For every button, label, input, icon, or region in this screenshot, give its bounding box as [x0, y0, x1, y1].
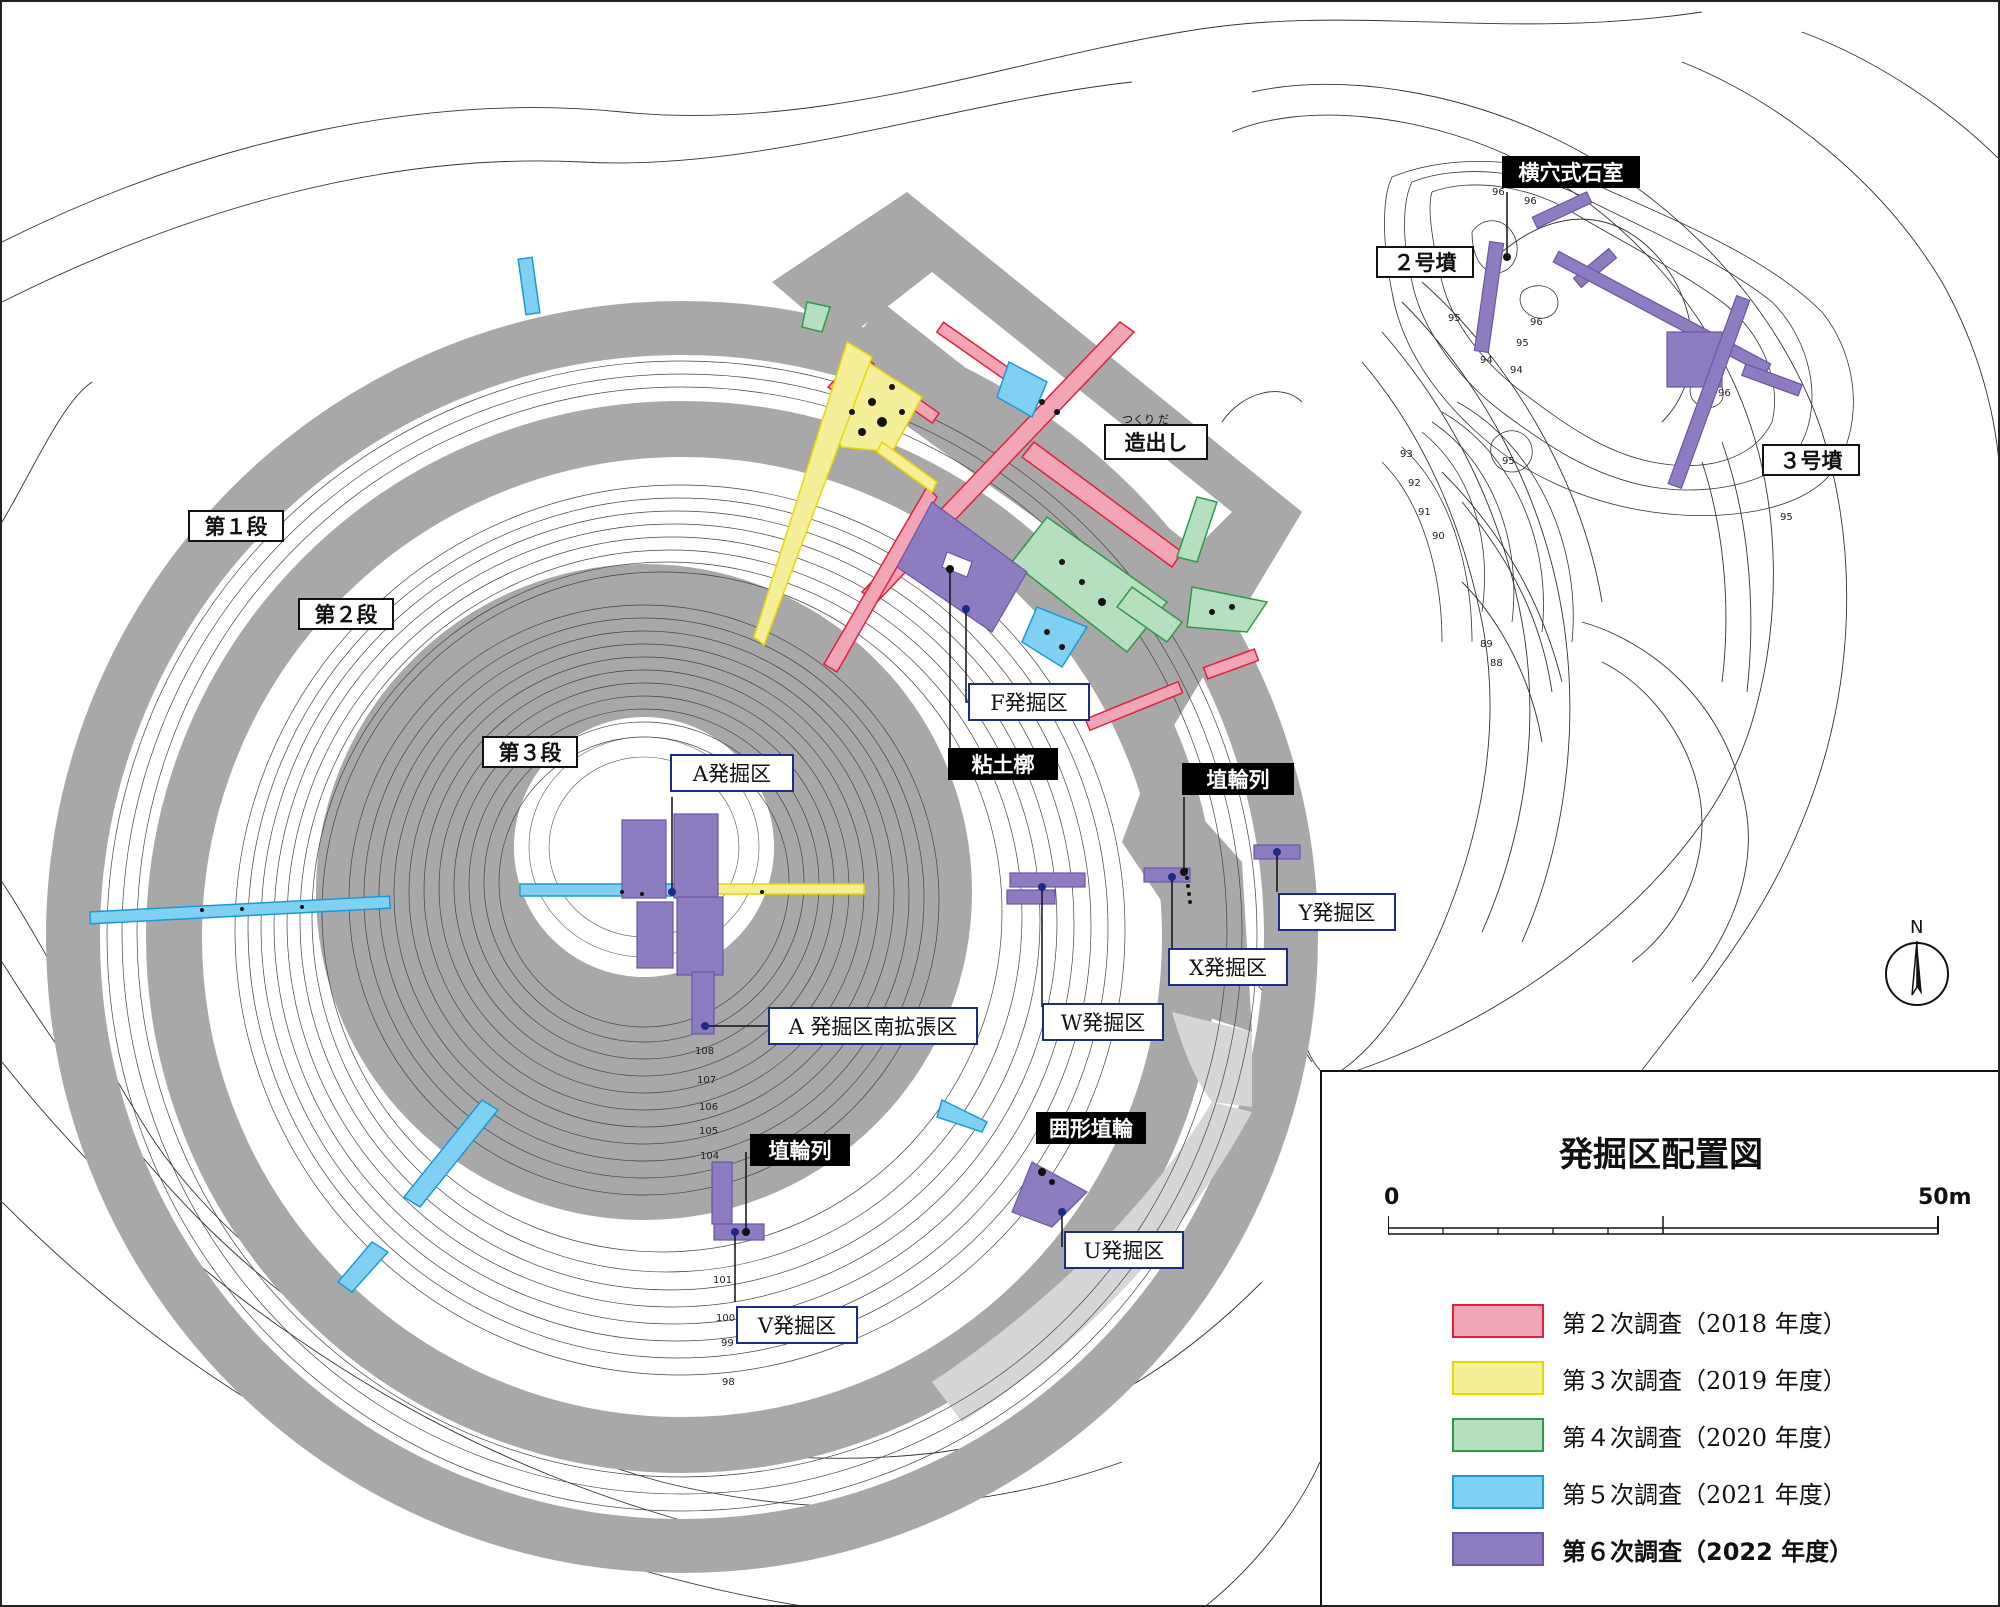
label-area-y: Y発掘区	[1278, 893, 1396, 931]
scale-bar	[1388, 1216, 1939, 1235]
legend-swatch-survey4	[1452, 1418, 1544, 1452]
scale-start: 0	[1384, 1185, 1400, 1210]
label-area-u: U発掘区	[1064, 1231, 1184, 1269]
label-area-a-south: A 発掘区南拡張区	[768, 1007, 978, 1045]
contour-93: 93	[1400, 449, 1413, 460]
legend-label-survey3: 第３次調査（2019 年度）	[1562, 1366, 1847, 1395]
contour-95b: 95	[1516, 338, 1529, 349]
contour-101: 101	[713, 1275, 733, 1286]
legend-swatch-survey6	[1452, 1532, 1544, 1566]
legend-label-survey4: 第４次調査（2020 年度）	[1562, 1423, 1847, 1452]
ruby-da: だ	[1158, 413, 1169, 426]
legend-panel: 発掘区配置図 0 50m 第２次調査（2018 年度） 第３次調査（2019 年…	[1320, 1070, 1998, 1605]
scale-end: 50m	[1918, 1185, 1972, 1210]
ruby-tsukuri: つくり	[1122, 413, 1155, 426]
legend-row-survey4: 第４次調査（2020 年度）	[1452, 1418, 1847, 1452]
label-area-x: X発掘区	[1168, 948, 1288, 986]
legend-row-survey6: 第６次調査（2022 年度）	[1452, 1532, 1853, 1566]
label-stone-chamber: 横穴式石室	[1502, 156, 1640, 188]
contour-107: 107	[697, 1075, 717, 1086]
contour-99: 99	[721, 1338, 734, 1349]
legend-title: 発掘区配置図	[1559, 1135, 1763, 1175]
legend-label-survey5: 第５次調査（2021 年度）	[1562, 1480, 1847, 1509]
contour-94b: 94	[1510, 365, 1523, 376]
contour-91: 91	[1418, 507, 1431, 518]
survey4-trenches	[801, 301, 1269, 654]
label-area-v: V発掘区	[736, 1306, 858, 1344]
survey5-trenches	[89, 256, 1089, 1293]
legend-swatch-survey3	[1452, 1361, 1544, 1395]
label-clay-coffin: 粘土槨	[948, 748, 1058, 780]
contour-108: 108	[695, 1046, 715, 1057]
terrace-1	[46, 301, 1318, 1573]
legend-swatch-survey2	[1452, 1304, 1544, 1338]
contour-96b: 96	[1524, 196, 1537, 207]
leader-points	[668, 605, 1281, 1236]
label-area-a: A発掘区	[670, 754, 794, 792]
contour-106: 106	[699, 1102, 719, 1113]
survey6-trenches	[621, 191, 1804, 1241]
label-tsukuridashi: 造出し	[1104, 424, 1208, 460]
label-tier1: 第１段	[188, 510, 284, 542]
contour-105: 105	[699, 1126, 719, 1137]
contour-95c: 95	[1502, 456, 1515, 467]
legend-row-survey3: 第３次調査（2019 年度）	[1452, 1361, 1847, 1395]
contour-89: 89	[1480, 639, 1493, 650]
legend-label-survey6: 第６次調査（2022 年度）	[1562, 1537, 1854, 1566]
contour-90: 90	[1432, 531, 1445, 542]
contour-92: 92	[1408, 478, 1421, 489]
contour-95a: 95	[1448, 313, 1461, 324]
label-mound3: ３号墳	[1762, 444, 1860, 476]
terrace-2	[146, 401, 1218, 1473]
legend-label-survey2: 第２次調査（2018 年度）	[1562, 1309, 1847, 1338]
label-mound2: ２号墳	[1376, 246, 1474, 278]
contour-98: 98	[722, 1377, 735, 1388]
label-enclosure-haniwa: 囲形埴輪	[1036, 1112, 1146, 1144]
contour-94a: 94	[1480, 355, 1493, 366]
contour-88: 88	[1490, 658, 1503, 669]
contour-96c: 96	[1530, 317, 1543, 328]
contour-96a: 96	[1492, 187, 1505, 198]
legend-row-survey5: 第５次調査（2021 年度）	[1452, 1475, 1847, 1509]
legend-row-survey2: 第２次調査（2018 年度）	[1452, 1304, 1847, 1338]
label-tier3: 第３段	[482, 736, 578, 768]
north-arrow: N	[1882, 917, 1952, 1017]
tomb-contours	[1381, 161, 1854, 643]
contour-104: 104	[700, 1151, 720, 1162]
contour-96d: 96	[1718, 388, 1731, 399]
leader-points-black	[742, 253, 1511, 1236]
north-label: N	[1910, 917, 1924, 938]
label-haniwa-row-2: 埴輪列	[750, 1134, 850, 1166]
excavation-detail	[200, 384, 1235, 1185]
compass-icon	[1885, 940, 1949, 1006]
label-area-w: W発掘区	[1042, 1003, 1164, 1041]
contour-100: 100	[716, 1313, 736, 1324]
label-haniwa-row-1: 埴輪列	[1182, 763, 1294, 795]
contour-95d: 95	[1780, 512, 1793, 523]
label-tier2: 第２段	[298, 598, 394, 630]
label-area-f: F発掘区	[968, 683, 1090, 721]
legend-swatch-survey5	[1452, 1475, 1544, 1509]
